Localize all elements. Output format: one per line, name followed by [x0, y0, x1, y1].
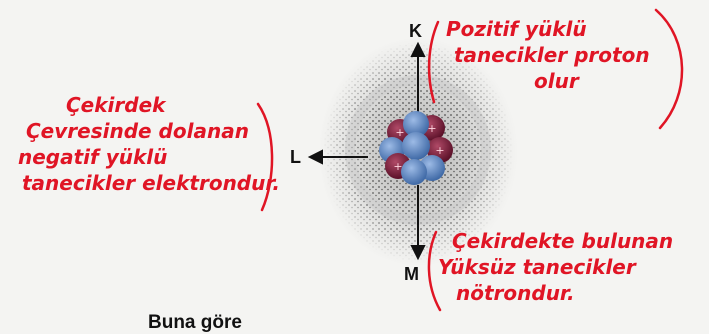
svg-text:+: + [427, 122, 436, 135]
annotation-line: Çevresinde dolanan [26, 118, 280, 144]
label-k: K [409, 22, 422, 40]
annotation-proton: Pozitif yüklü tanecikler proton olur [446, 16, 650, 94]
annotation-line: Çekirdek [66, 92, 280, 118]
annotation-line: tanecikler proton [454, 42, 650, 68]
svg-text:+: + [393, 160, 402, 173]
neutron [401, 159, 427, 185]
neutron [402, 132, 430, 160]
annotation-electron: Çekirdek Çevresinde dolanan negatif yükl… [38, 92, 280, 196]
label-m: M [404, 265, 419, 283]
annotation-line: Pozitif yüklü [446, 16, 650, 42]
annotation-line: Yüksüz tanecikler [438, 254, 673, 280]
annotation-line: tanecikler elektrondur. [22, 170, 280, 196]
annotation-line: Çekirdekte bulunan [452, 228, 673, 254]
svg-text:+: + [435, 144, 444, 157]
svg-text:+: + [395, 126, 404, 139]
annotation-neutron: Çekirdekte bulunan Yüksüz tanecikler nöt… [452, 228, 673, 306]
annotation-line: negatif yüklü [18, 144, 280, 170]
label-l: L [290, 148, 301, 166]
annotation-line: olur [534, 68, 650, 94]
annotation-line: nötrondur. [456, 280, 673, 306]
